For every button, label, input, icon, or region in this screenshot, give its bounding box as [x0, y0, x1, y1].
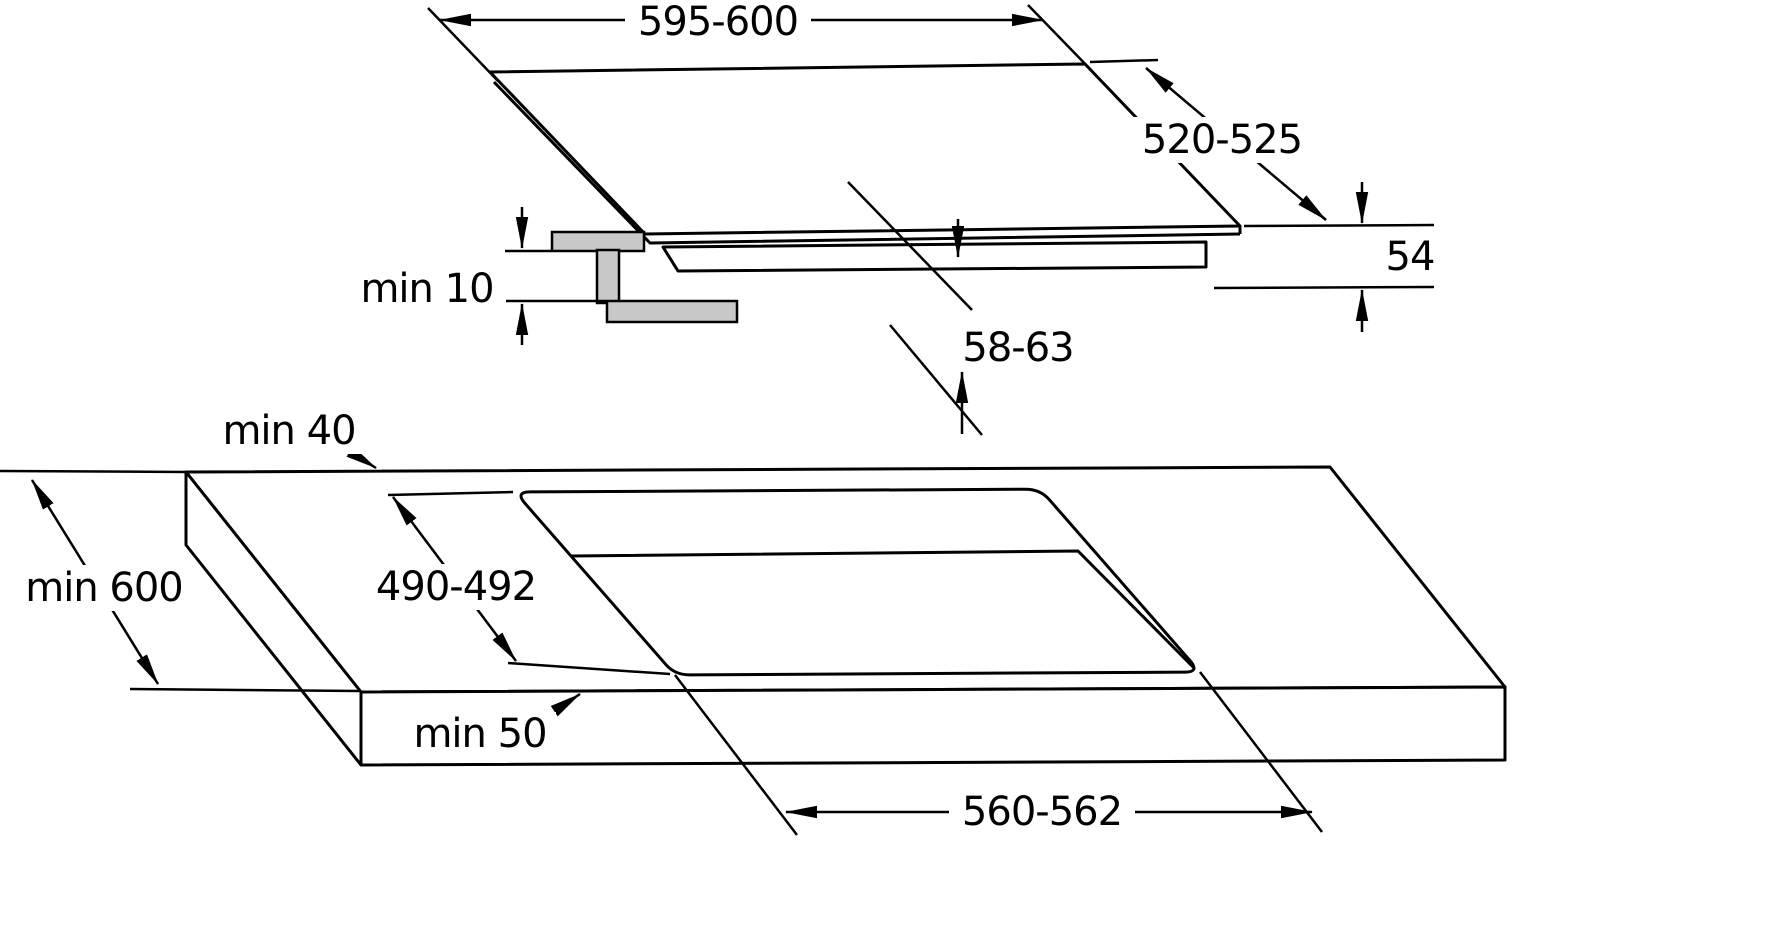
reference-line-bottom — [1213, 285, 1435, 290]
label-mask — [363, 564, 549, 610]
extension-line — [387, 490, 514, 497]
cutout-inner-edge — [570, 549, 1196, 670]
bracket-bottom-bar — [605, 299, 739, 324]
label-mask — [948, 325, 1088, 371]
label-mask — [348, 266, 506, 312]
dim-label-cutout-width: 560-562 — [962, 789, 1122, 835]
dimension-labels: 595-600 520-525 54 58-63 min 10 min 40 m… — [11, 0, 1457, 835]
dim-label-hob-height: 54 — [1386, 234, 1435, 280]
label-mask — [209, 408, 369, 454]
dim-label-worktop-depth: min 600 — [25, 565, 183, 611]
extension-line — [674, 674, 798, 836]
dim-label-rear-clearance: min 40 — [222, 408, 355, 454]
label-mask — [1367, 234, 1457, 280]
extension-line — [507, 661, 671, 676]
extension-line — [1089, 58, 1159, 64]
label-mask — [625, 0, 811, 44]
hob-body — [661, 240, 1208, 273]
extension-line — [1027, 4, 1093, 72]
extension-line — [0, 469, 189, 474]
reference-line-top — [1243, 223, 1435, 228]
plane-reference-line — [889, 324, 983, 436]
dim-label-builtin-depth: 58-63 — [962, 325, 1073, 371]
plane-reference-line — [847, 181, 973, 311]
bracket-top-bar — [550, 230, 646, 253]
hob-glass-edge-line — [492, 80, 1241, 245]
hob-perspective-view — [488, 62, 1242, 324]
leader-front-clearance — [550, 692, 581, 717]
dim-label-hob-depth: 520-525 — [1142, 117, 1302, 163]
label-mask — [949, 789, 1135, 835]
label-mask — [1129, 117, 1315, 163]
bracket-stem — [595, 248, 621, 305]
label-mask — [404, 712, 556, 756]
worktop-perspective-view — [184, 465, 1507, 767]
extension-line — [1199, 671, 1323, 833]
hob-glass-top-face — [488, 62, 1242, 236]
dim-label-bracket-clearance: min 10 — [360, 266, 493, 312]
dim-label-front-clearance: min 50 — [413, 711, 546, 757]
dim-label-hob-width: 595-600 — [638, 0, 798, 45]
dim-label-cutout-depth: 490-492 — [376, 564, 536, 610]
label-mask — [11, 565, 197, 611]
extension-line — [129, 687, 361, 693]
worktop-cutout — [519, 487, 1196, 677]
